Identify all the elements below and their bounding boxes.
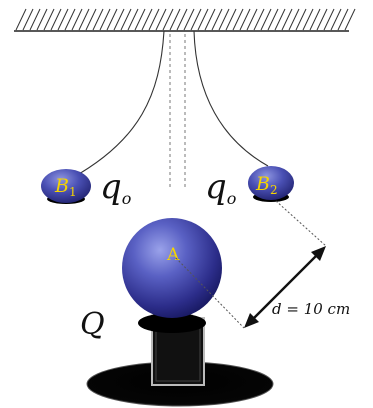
hatch-line [302, 8, 314, 31]
hatch-line [232, 8, 244, 31]
hatch-line [253, 8, 265, 31]
hatch-line [120, 8, 132, 31]
hatch-line [267, 8, 279, 31]
hatch-line [281, 8, 293, 31]
hatch-line [127, 8, 139, 31]
dash-from-a [175, 257, 245, 329]
ceiling [14, 8, 356, 32]
charge-q0-left: qo [100, 167, 131, 208]
distance-label: d = 10 cm [272, 300, 350, 318]
ball-a-body [122, 218, 222, 318]
ball-a-shadow [138, 313, 206, 333]
ball-a: A [122, 218, 222, 333]
hatch-line [22, 8, 34, 31]
hatch-line [71, 8, 83, 31]
hatch-line [246, 8, 258, 31]
hatch-line [260, 8, 272, 31]
ball-b2-body [248, 166, 294, 200]
hatch-line [155, 8, 167, 31]
hatch-line [309, 8, 321, 31]
charge-Q: Q [80, 307, 105, 342]
hatch-line [176, 8, 188, 31]
hatch-line [169, 8, 181, 31]
hatch-line [323, 8, 335, 31]
hatch-line [344, 8, 356, 31]
ball-b1-body [41, 169, 91, 203]
hatch-line [330, 8, 342, 31]
hatch-line [295, 8, 307, 31]
dash-from-b2 [275, 200, 327, 247]
hatch-line [64, 8, 76, 31]
hatch-line [337, 8, 349, 31]
hatch-line [316, 8, 328, 31]
hatch-line [85, 8, 97, 31]
hatch-line [50, 8, 62, 31]
hatch-line [197, 8, 209, 31]
ball-b2-label: B2 [255, 173, 278, 197]
ball-b1-label: B1 [54, 175, 77, 199]
hatch-line [239, 8, 251, 31]
threads [71, 30, 269, 190]
hatch-line [43, 8, 55, 31]
charge-q0-right: qo [205, 167, 236, 208]
ceiling-hatching [15, 8, 356, 31]
hatch-line [92, 8, 104, 31]
hatch-line [190, 8, 202, 31]
hatch-line [218, 8, 230, 31]
distance-indicator: d = 10 cm [175, 200, 350, 329]
hatch-line [162, 8, 174, 31]
hatch-line [183, 8, 195, 31]
hatch-line [57, 8, 69, 31]
arrowhead-bottom [244, 313, 259, 328]
distance-arrow [249, 251, 321, 323]
hatch-line [113, 8, 125, 31]
ball-a-label: A [166, 245, 180, 265]
ball-b2: B2 [248, 166, 294, 202]
ball-b1: B1 [41, 169, 91, 204]
hatch-line [78, 8, 90, 31]
thread-left [71, 30, 165, 179]
hatch-line [225, 8, 237, 31]
hatch-line [134, 8, 146, 31]
hatch-line [148, 8, 160, 31]
hatch-line [141, 8, 153, 31]
hatch-line [99, 8, 111, 31]
hatch-line [204, 8, 216, 31]
thread-right [193, 30, 269, 167]
hatch-line [274, 8, 286, 31]
hatch-line [29, 8, 41, 31]
hatch-line [288, 8, 300, 31]
hatch-line [15, 8, 27, 31]
arrowhead-top [311, 246, 326, 261]
hatch-line [211, 8, 223, 31]
hatch-line [106, 8, 118, 31]
hatch-line [36, 8, 48, 31]
